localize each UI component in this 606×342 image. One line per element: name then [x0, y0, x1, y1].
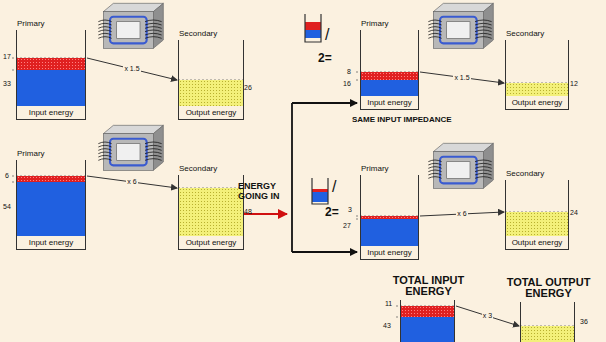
beaker-label: Output energy: [179, 108, 243, 117]
energy-transfer-arrow: [420, 72, 504, 83]
beaker: PrimaryInput energy: [16, 160, 86, 250]
callout-number: 2=: [318, 52, 332, 65]
red-energy: [361, 216, 418, 219]
callout-number: 48: [244, 208, 252, 216]
feed-arrow: [292, 102, 357, 104]
red-energy: [401, 306, 454, 317]
multiplier-label: x 6: [456, 210, 467, 218]
energy-transfer-arrow: [87, 176, 177, 188]
beaker: SecondaryOutput energy: [505, 40, 569, 110]
beaker-label: Output energy: [506, 238, 568, 247]
callout-number: 36: [580, 318, 588, 326]
callout-number: 11: [385, 300, 392, 308]
blue-energy: [361, 219, 418, 246]
callout-number: 6: [5, 172, 9, 180]
callout-number: 3: [348, 206, 352, 214]
callout-number: 16: [343, 80, 351, 88]
callout-number: 24: [570, 209, 578, 217]
beaker: SecondaryOutput energy: [178, 40, 244, 120]
beaker: TOTAL OUTPUT ENERGY: [520, 302, 575, 342]
blue-energy: [17, 182, 85, 236]
beaker-label: Input energy: [17, 108, 85, 117]
multiplier-label: x 1.5: [453, 74, 470, 82]
beaker: SecondaryOutput energy: [178, 175, 244, 250]
beaker-heading: Primary: [361, 19, 389, 28]
beaker: PrimaryInput energy: [360, 30, 419, 110]
beaker-heading: TOTAL OUTPUT ENERGY: [491, 277, 606, 300]
callout-number: SAME INPUT IMPEDANCE: [352, 116, 452, 125]
beaker: PrimaryInput energy: [16, 30, 86, 120]
red-energy: [361, 72, 418, 80]
transformer: [428, 143, 493, 188]
red-energy: [17, 176, 85, 182]
beaker-heading: Primary: [17, 19, 45, 28]
beaker-heading: Secondary: [506, 169, 544, 178]
output-energy: [506, 212, 568, 236]
callout-number: 26: [244, 84, 252, 92]
transformer: [98, 3, 163, 48]
blue-energy: [17, 70, 85, 106]
output-energy: [521, 326, 574, 342]
callout-number: 17: [3, 53, 11, 61]
beaker: SecondaryOutput energy: [505, 180, 569, 250]
callout-number: 12: [570, 80, 578, 88]
beaker-heading: Secondary: [506, 29, 544, 38]
output-energy: [179, 80, 243, 106]
beaker-heading: Primary: [17, 149, 45, 158]
beaker-label: Input energy: [17, 238, 85, 247]
beaker-heading: Primary: [361, 164, 389, 173]
callout-number: /: [332, 178, 336, 196]
small-beaker: [312, 178, 328, 204]
red-energy: [17, 58, 85, 70]
output-energy: [179, 188, 243, 236]
callout-number: ENERGY GOING IN: [238, 182, 288, 202]
beaker-label: Input energy: [361, 248, 418, 257]
energy-transfer-arrow: [456, 306, 519, 326]
energy-transfer-arrow: [87, 58, 177, 80]
beaker-heading: TOTAL INPUT ENERGY: [371, 275, 486, 298]
beaker: TOTAL INPUT ENERGY: [400, 300, 455, 342]
callout-number: /: [325, 26, 329, 44]
callout-number: 54: [3, 203, 11, 211]
callout-number: 33: [3, 80, 11, 88]
multiplier-label: x 6: [126, 178, 137, 186]
blue-energy: [361, 80, 418, 96]
multiplier-label: x 3: [482, 312, 493, 320]
callout-number: 2=: [325, 206, 339, 219]
multiplier-label: x 1.5: [123, 65, 140, 73]
small-beaker: [305, 14, 321, 42]
beaker-label: Input energy: [361, 98, 418, 107]
feed-line: [291, 103, 293, 252]
output-energy: [506, 83, 568, 96]
beaker-heading: Secondary: [179, 164, 217, 173]
feed-arrow: [292, 251, 357, 253]
callout-number: 27: [343, 222, 351, 230]
beaker: PrimaryInput energy: [360, 175, 419, 260]
callout-number: 8: [347, 68, 351, 76]
callout-number: 43: [383, 322, 391, 330]
transformer: [98, 125, 163, 170]
beaker-heading: Secondary: [179, 29, 217, 38]
blue-energy: [401, 317, 454, 342]
beaker-label: Output energy: [179, 238, 243, 247]
transformer: [428, 3, 493, 48]
beaker-label: Output energy: [506, 98, 568, 107]
